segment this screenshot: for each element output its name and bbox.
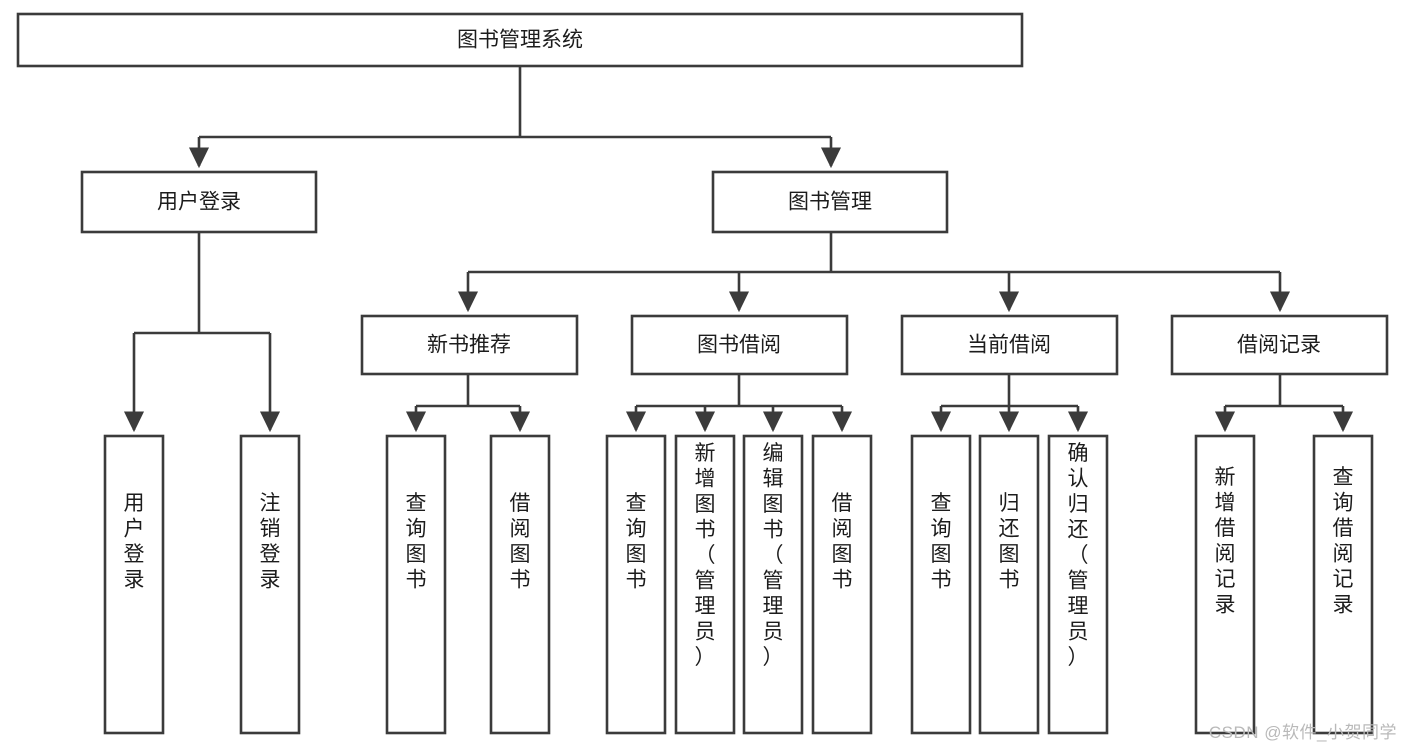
node-leaf-add-record[interactable]: 新增借阅记录 [1194,434,1256,735]
node-leaf-user-login-label: 用户登录 [124,492,145,592]
node-leaf-confirm-return-rect[interactable] [1047,434,1109,735]
node-leaf-return-book-label: 归还图书 [999,492,1020,592]
node-leaf-user-login[interactable]: 用户登录 [103,434,165,735]
connector-group-borrow-record [1214,374,1354,433]
node-leaf-logout-login-label: 注销登录 [260,492,281,592]
node-leaf-logout-login[interactable]: 注销登录 [239,434,301,735]
node-leaf-borrow-book-1[interactable]: 借阅图书 [489,434,551,735]
node-leaf-query-record[interactable]: 查询借阅记录 [1312,434,1374,735]
node-leaf-query-book-1-label: 查询图书 [406,492,427,592]
node-leaf-query-book-3-label: 查询图书 [931,492,952,592]
connector-group-user-login [123,233,281,433]
node-leaf-borrow-book-1-label: 借阅图书 [510,492,531,592]
node-leaf-borrow-book-1-rect[interactable] [489,434,551,735]
node-leaf-query-record-label: 查询借阅记录 [1333,466,1354,617]
node-root[interactable]: 图书管理系统 [16,12,1024,68]
node-new-book-recommend[interactable]: 新书推荐 [360,314,579,376]
node-leaf-query-book-1[interactable]: 查询图书 [385,434,447,735]
node-leaf-return-book-rect[interactable] [978,434,1040,735]
node-user-login-label: 用户登录 [157,191,241,214]
node-leaf-query-book-2[interactable]: 查询图书 [605,434,667,735]
node-current-borrow-label: 当前借阅 [967,334,1051,357]
node-leaf-confirm-return[interactable]: 确认归还（管理员） [1047,434,1109,735]
node-leaf-borrow-book-2[interactable]: 借阅图书 [811,434,873,735]
node-user-login[interactable]: 用户登录 [80,170,318,234]
node-borrow-record-label: 借阅记录 [1237,334,1321,357]
node-leaf-add-record-rect[interactable] [1194,434,1256,735]
node-leaf-query-book-2-rect[interactable] [605,434,667,735]
node-book-borrow-rect[interactable] [630,314,849,376]
node-leaf-query-book-2-label: 查询图书 [626,492,647,592]
node-new-book-recommend-label: 新书推荐 [427,334,511,357]
node-current-borrow-rect[interactable] [900,314,1119,376]
node-leaf-query-record-rect[interactable] [1312,434,1374,735]
node-book-borrow[interactable]: 图书借阅 [630,314,849,376]
node-leaf-return-book[interactable]: 归还图书 [978,434,1040,735]
connector-group-root [188,67,842,169]
node-book-management-label: 图书管理 [788,191,872,214]
node-leaf-query-book-1-rect[interactable] [385,434,447,735]
node-leaf-query-book-3[interactable]: 查询图书 [910,434,972,735]
node-leaf-edit-book-label: 编辑图书（管理员） [763,442,784,669]
node-leaf-borrow-book-2-label: 借阅图书 [832,492,853,592]
node-root-rect[interactable] [16,12,1024,68]
connector-group-book-management [457,233,1291,313]
node-new-book-recommend-rect[interactable] [360,314,579,376]
node-current-borrow[interactable]: 当前借阅 [900,314,1119,376]
node-leaf-user-login-rect[interactable] [103,434,165,735]
connector-group-current-borrow [930,374,1089,433]
node-user-login-rect[interactable] [80,170,318,234]
node-borrow-record-rect[interactable] [1170,314,1389,376]
node-leaf-edit-book-rect[interactable] [742,434,804,735]
node-book-management[interactable]: 图书管理 [711,170,949,234]
node-leaf-query-book-3-rect[interactable] [910,434,972,735]
node-leaf-add-record-label: 新增借阅记录 [1215,466,1236,617]
node-leaf-confirm-return-label: 确认归还（管理员） [1068,442,1089,669]
node-leaf-add-book-rect[interactable] [674,434,736,735]
node-book-borrow-label: 图书借阅 [697,334,781,357]
node-leaf-add-book[interactable]: 新增图书（管理员） [674,434,736,735]
node-leaf-logout-login-rect[interactable] [239,434,301,735]
node-leaf-add-book-label: 新增图书（管理员） [695,442,716,669]
node-book-management-rect[interactable] [711,170,949,234]
connector-group-new-book-recommend [405,374,531,433]
node-leaf-borrow-book-2-rect[interactable] [811,434,873,735]
node-borrow-record[interactable]: 借阅记录 [1170,314,1389,376]
node-root-label: 图书管理系统 [457,29,583,52]
connector-group-book-borrow [625,374,853,433]
node-leaf-edit-book[interactable]: 编辑图书（管理员） [742,434,804,735]
